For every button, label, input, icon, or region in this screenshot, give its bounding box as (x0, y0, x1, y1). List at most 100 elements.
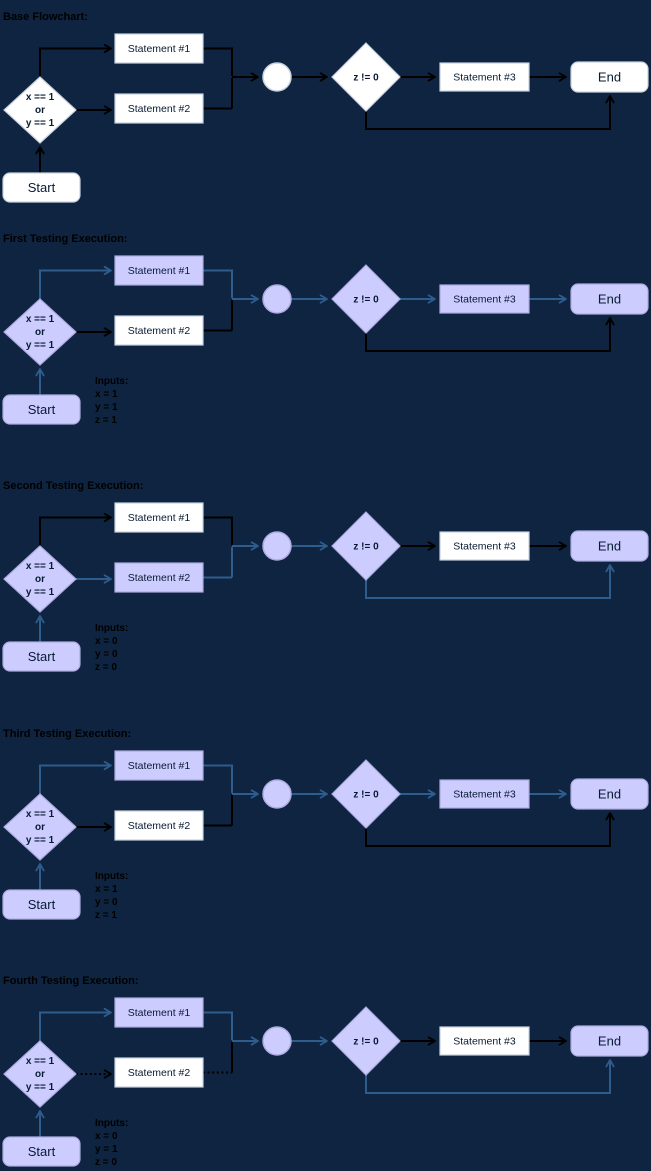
end-node-label: End (598, 1034, 621, 1049)
statement-1-node-label: Statement #1 (128, 1007, 191, 1019)
section-title: Second Testing Execution: (3, 480, 143, 492)
statement-2-node-label: Statement #2 (128, 325, 191, 337)
merge-circle-node (262, 62, 292, 92)
inputs-label: Inputs: (95, 376, 128, 387)
statement-1-node-label: Statement #1 (128, 512, 191, 524)
connector-decision1-statement1 (39, 760, 112, 794)
decision-x-or-y-node-label: y == 1 (26, 1082, 55, 1093)
inputs-label: Inputs: (95, 1118, 128, 1129)
statement-1-node-label: Statement #1 (128, 265, 191, 277)
statement-3-node-label: Statement #3 (453, 1036, 516, 1048)
decision-x-or-y-node-label: x == 1 (26, 561, 55, 572)
inputs-value: y = 0 (95, 649, 118, 660)
decision-x-or-y-node-label: x == 1 (26, 92, 55, 103)
connector-decision1-statement1 (39, 512, 112, 546)
section-title: Third Testing Execution: (3, 728, 131, 740)
connector-skip-loop (365, 317, 615, 352)
decision-x-or-y-node (3, 76, 77, 144)
inputs-value: x = 0 (95, 636, 118, 647)
inputs-value: x = 1 (95, 389, 118, 400)
decision-x-or-y-node-label: y == 1 (26, 835, 55, 846)
statement-3-node-label: Statement #3 (453, 541, 516, 553)
statement-1-node (114, 255, 204, 286)
merge-circle-node (262, 779, 292, 809)
inputs-value: y = 1 (95, 402, 118, 413)
start-node-label: Start (28, 649, 56, 664)
decision-x-or-y-node-label: x == 1 (26, 314, 55, 325)
start-node-label: Start (28, 402, 56, 417)
connector-decision1-statement1 (39, 1007, 112, 1041)
start-node-label: Start (28, 180, 56, 195)
connector-statement1-merge (203, 269, 233, 298)
statement-2-node-label: Statement #2 (128, 103, 191, 115)
statement-2-node-label: Statement #2 (128, 1067, 191, 1079)
statement-2-node (114, 810, 204, 841)
end-node-label: End (598, 539, 621, 554)
decision-z-node-label: z != 0 (353, 73, 379, 84)
statement-3-node (439, 779, 530, 809)
statement-2-node-label: Statement #2 (128, 572, 191, 584)
decision-z-node-label: z != 0 (353, 295, 379, 306)
decision-z-node-label: z != 0 (353, 542, 379, 553)
inputs-value: y = 0 (95, 897, 118, 908)
statement-3-node (439, 531, 530, 561)
decision-x-or-y-node-label: y == 1 (26, 340, 55, 351)
statement-3-node (439, 284, 530, 314)
inputs-value: z = 1 (95, 415, 117, 426)
start-node-label: Start (28, 1144, 56, 1159)
statement-2-node (114, 93, 204, 124)
decision-z-node (331, 511, 401, 581)
decision-x-or-y-node (3, 1040, 77, 1108)
connector-skip-loop (365, 1059, 615, 1094)
statement-2-node-label: Statement #2 (128, 820, 191, 832)
end-node-label: End (598, 70, 621, 85)
inputs-value: x = 1 (95, 884, 118, 895)
end-node (570, 61, 649, 93)
statement-1-node-label: Statement #1 (128, 760, 191, 772)
decision-x-or-y-node-label: or (35, 574, 45, 585)
connector-statement1-merge (203, 764, 233, 793)
statement-3-node-label: Statement #3 (453, 789, 516, 801)
inputs-value: z = 1 (95, 910, 117, 921)
end-node (570, 1025, 649, 1057)
end-node-label: End (598, 292, 621, 307)
end-node (570, 530, 649, 562)
statement-1-node-label: Statement #1 (128, 43, 191, 55)
statement-3-node-label: Statement #3 (453, 72, 516, 84)
statement-2-node (114, 1057, 204, 1088)
connector-statement1-merge (203, 1011, 233, 1040)
decision-z-node-label: z != 0 (353, 1037, 379, 1048)
statement-2-node (114, 315, 204, 346)
statement-3-node (439, 62, 530, 92)
end-node (570, 283, 649, 315)
connector-skip-loop (365, 812, 615, 847)
end-node-label: End (598, 787, 621, 802)
section-title: Fourth Testing Execution: (3, 975, 138, 987)
statement-1-node (114, 33, 204, 64)
merge-circle-node (262, 1026, 292, 1056)
connector-decision1-statement1 (39, 265, 112, 299)
statement-1-node (114, 997, 204, 1028)
section-title: First Testing Execution: (3, 233, 127, 245)
statement-3-node-label: Statement #3 (453, 294, 516, 306)
decision-x-or-y-node-label: x == 1 (26, 1056, 55, 1067)
decision-z-node (331, 42, 401, 112)
decision-z-node (331, 1006, 401, 1076)
start-node (2, 394, 81, 425)
end-node (570, 778, 649, 810)
decision-z-node (331, 264, 401, 334)
connector-skip-loop (365, 564, 615, 599)
connector-decision1-statement1 (39, 43, 112, 77)
start-node (2, 889, 81, 920)
inputs-value: x = 0 (95, 1131, 118, 1142)
start-node (2, 1136, 81, 1167)
merge-circle-node (262, 531, 292, 561)
statement-1-node (114, 750, 204, 781)
